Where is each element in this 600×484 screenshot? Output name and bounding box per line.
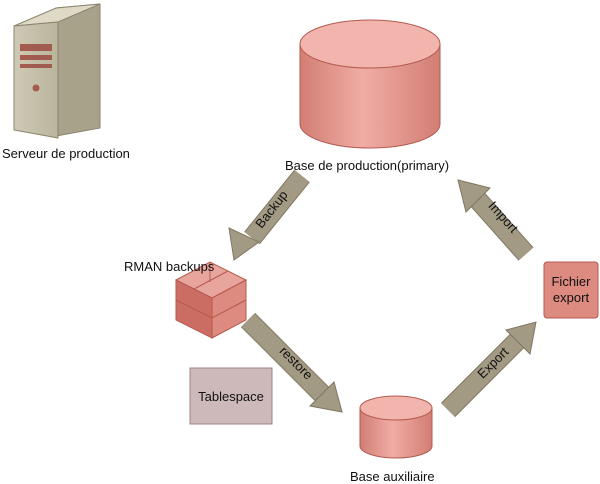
export-arrow [440, 321, 537, 418]
rman-backups-icon [174, 261, 248, 339]
export-file-label: Fichier export [544, 262, 598, 318]
tablespace-label: Tablespace [198, 388, 264, 404]
restore-arrow [240, 312, 343, 413]
import-arrow [457, 179, 534, 261]
primary-database-icon [299, 19, 441, 149]
export-file-box [543, 261, 599, 319]
tablespace-box [189, 367, 273, 425]
auxiliary-database-label: Base auxiliaire [350, 469, 435, 484]
export-file-label-line1: Fichier [551, 274, 591, 289]
rman-backups-label: RMAN backups [124, 259, 215, 274]
auxiliary-database-icon [359, 395, 433, 459]
server-label: Serveur de production [2, 146, 130, 161]
server-icon [13, 3, 101, 139]
backup-arrow [228, 169, 310, 261]
export-file-label-line2: export [552, 290, 590, 305]
primary-database-label: Base de production(primary) [285, 158, 450, 173]
